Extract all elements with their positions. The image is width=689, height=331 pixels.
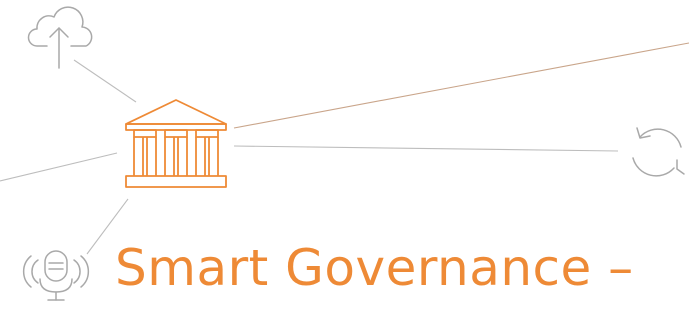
refresh-icon — [632, 127, 685, 177]
headline: Smart Governance – — [115, 239, 634, 297]
connector-line-cloud — [73, 59, 137, 103]
podcast-microphone-icon — [22, 250, 90, 301]
connector-line-left — [0, 152, 118, 182]
government-building-icon — [125, 99, 227, 188]
connector-line-top-right — [233, 42, 689, 129]
connector-line-refresh — [233, 145, 619, 152]
connector-lines — [0, 42, 689, 255]
connector-line-microphone — [86, 198, 129, 255]
cloud-upload-icon — [27, 6, 93, 69]
